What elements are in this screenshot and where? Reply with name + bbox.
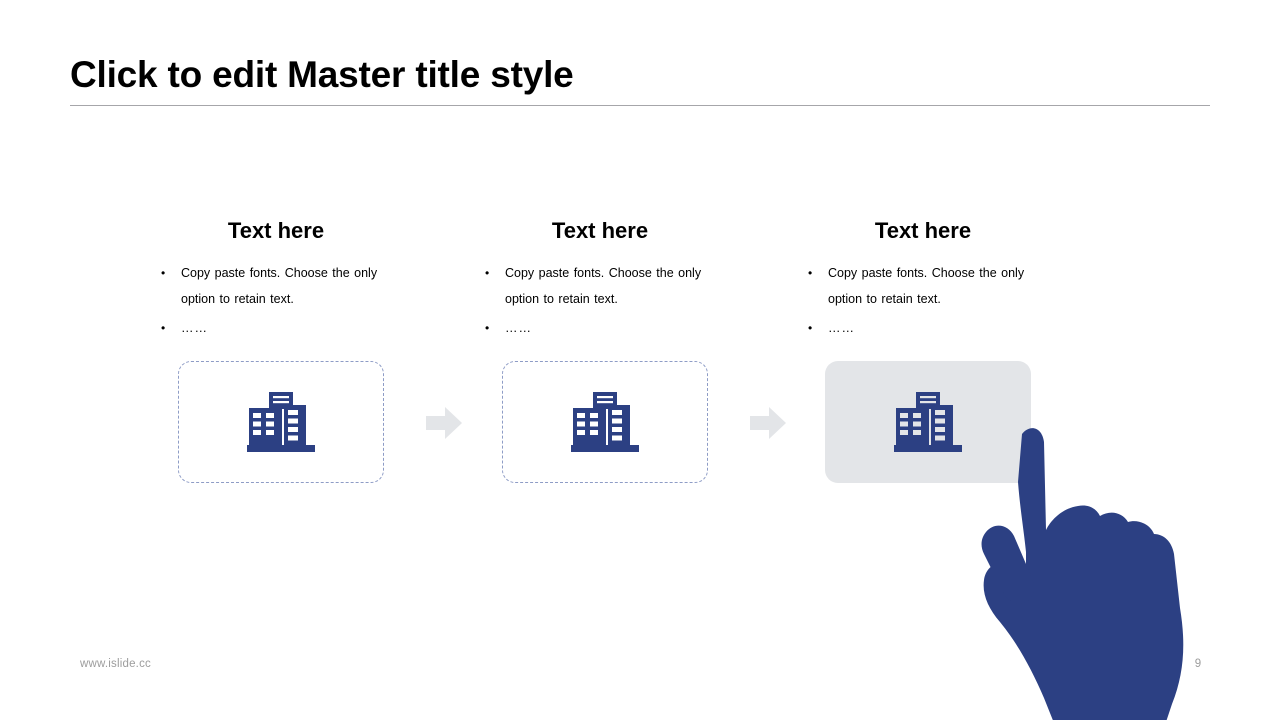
office-building-icon: [894, 392, 962, 452]
bullet-list: • Copy paste fonts. Choose the only opti…: [805, 260, 1041, 341]
page-number: 9: [1194, 658, 1202, 670]
footer-url[interactable]: www.islide.cc: [80, 658, 151, 670]
office-building-icon: [571, 392, 639, 452]
list-item[interactable]: • Copy paste fonts. Choose the only opti…: [805, 260, 1041, 312]
column-heading[interactable]: Text here: [874, 218, 972, 243]
bullet-marker-icon: •: [808, 266, 813, 281]
content-column-2: Text here • Copy paste fonts. Choose the…: [482, 218, 718, 344]
process-card-2[interactable]: [502, 361, 708, 483]
bullet-marker-icon: •: [161, 321, 166, 336]
list-item[interactable]: • ……: [482, 315, 718, 341]
bullet-list: • Copy paste fonts. Choose the only opti…: [158, 260, 394, 341]
bullet-marker-icon: •: [808, 321, 813, 336]
column-heading[interactable]: Text here: [551, 218, 649, 243]
content-column-3: Text here • Copy paste fonts. Choose the…: [805, 218, 1041, 344]
arrow-right-icon: [750, 407, 786, 439]
title-divider: [70, 105, 1210, 106]
bullet-list: • Copy paste fonts. Choose the only opti…: [482, 260, 718, 341]
process-card-1[interactable]: [178, 361, 384, 483]
bullet-marker-icon: •: [485, 321, 490, 336]
bullet-text: ……: [505, 321, 532, 336]
list-item[interactable]: • ……: [805, 315, 1041, 341]
list-item[interactable]: • Copy paste fonts. Choose the only opti…: [482, 260, 718, 312]
process-card-3[interactable]: [825, 361, 1031, 483]
bullet-marker-icon: •: [485, 266, 490, 281]
column-heading[interactable]: Text here: [227, 218, 325, 243]
title-block: Click to edit Master title style: [70, 52, 1210, 98]
arrow-right-icon: [426, 407, 462, 439]
bullet-text: Copy paste fonts. Choose the only option…: [828, 266, 1025, 307]
bullet-text: ……: [181, 321, 208, 336]
connector-arrow-2: [748, 405, 788, 441]
bullet-text: ……: [828, 321, 855, 336]
office-building-icon: [247, 392, 315, 452]
page-title[interactable]: Click to edit Master title style: [70, 54, 574, 95]
content-column-1: Text here • Copy paste fonts. Choose the…: [158, 218, 394, 344]
bullet-marker-icon: •: [161, 266, 166, 281]
bullet-text: Copy paste fonts. Choose the only option…: [181, 266, 378, 307]
list-item[interactable]: • Copy paste fonts. Choose the only opti…: [158, 260, 394, 312]
list-item[interactable]: • ……: [158, 315, 394, 341]
bullet-text: Copy paste fonts. Choose the only option…: [505, 266, 702, 307]
connector-arrow-1: [424, 405, 464, 441]
